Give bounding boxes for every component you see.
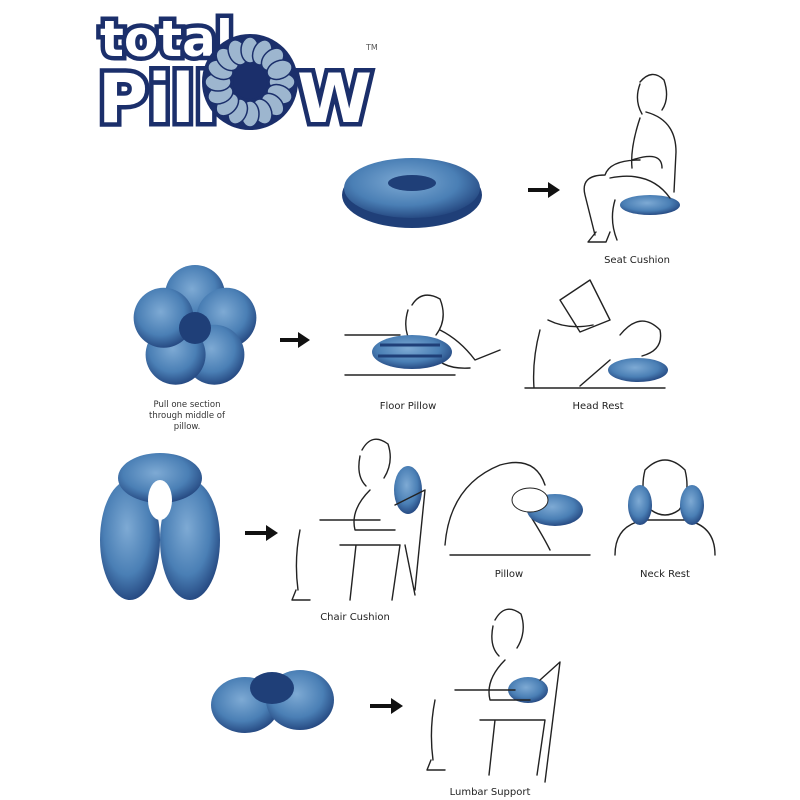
- floor-pillow-figure: [344, 294, 501, 376]
- arrow-icon: [245, 525, 278, 541]
- label-lumbar-support: Lumbar Support: [450, 787, 531, 798]
- logo-text-total: total: [100, 10, 233, 68]
- instruction-line-3: pillow.: [174, 422, 201, 432]
- logo-text-pill: Pill: [98, 60, 218, 139]
- label-floor-pillow: Floor Pillow: [380, 401, 437, 412]
- pillow-center: [179, 312, 211, 344]
- petal: [266, 59, 293, 81]
- label-chair-cushion: Chair Cushion: [320, 612, 390, 623]
- seat-cushion-figure: [583, 73, 680, 243]
- neck-rest-figure: [614, 459, 716, 556]
- lumbar-pillow: [211, 670, 334, 733]
- instruction-line-2: through middle of: [149, 411, 226, 421]
- label-pillow: Pillow: [495, 569, 523, 580]
- label-neck-rest: Neck Rest: [640, 569, 690, 580]
- trademark: TM: [365, 43, 378, 52]
- chair-cushion-figure: [291, 438, 426, 601]
- lumbar-support-figure: [426, 608, 561, 783]
- logo: total Pill W TM: [94, 6, 378, 144]
- head-rest-figure: [524, 279, 668, 389]
- label-seat-cushion: Seat Cushion: [604, 255, 670, 266]
- flower-o-icon: [202, 34, 298, 130]
- pillow-petal: [133, 287, 194, 348]
- label-head-rest: Head Rest: [572, 401, 623, 412]
- instruction-line-1: Pull one section: [154, 400, 221, 410]
- u-shaped-pillow: [100, 453, 220, 600]
- pillow-figure: [444, 461, 591, 556]
- arrow-icon: [280, 332, 310, 348]
- donut-pillow: [342, 158, 482, 228]
- logo-text-w: W: [297, 60, 372, 139]
- arrow-icon: [370, 698, 403, 714]
- flower-pillow: [133, 265, 257, 385]
- arrow-icon: [528, 182, 560, 198]
